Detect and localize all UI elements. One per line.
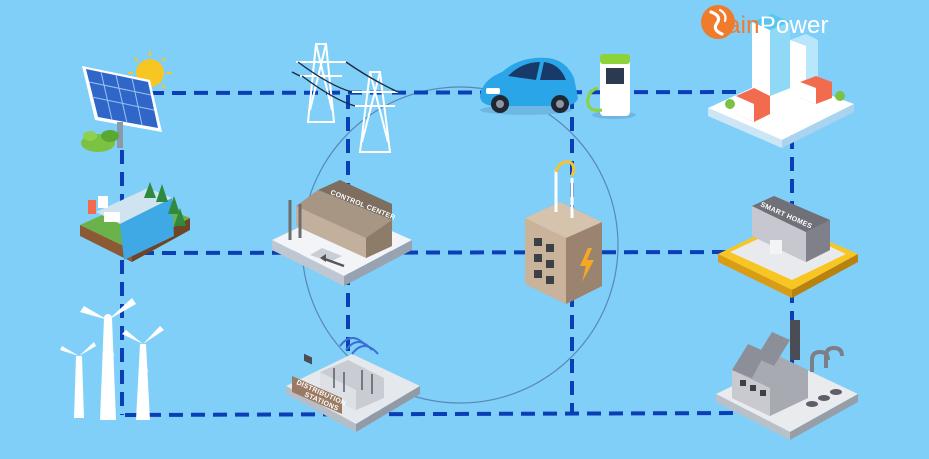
- distribution-station-icon: DISTRIBUTION STATIONS: [286, 337, 420, 432]
- factory-icon: [716, 320, 858, 440]
- smart-homes-icon: SMART HOMES: [718, 196, 858, 298]
- connector-middle-row: [139, 250, 751, 255]
- city-icon: [708, 14, 854, 148]
- hydro-dam-icon: [80, 182, 190, 262]
- connector-bottom-row: [124, 411, 751, 417]
- etainpower-logo-icon: [701, 5, 735, 39]
- brand-name-part2: Power: [759, 12, 829, 39]
- control-center-icon: CONTROL CENTER: [272, 180, 412, 365]
- charging-station-icon: [586, 54, 636, 119]
- wind-turbine-icon: [60, 298, 164, 420]
- brand-logo: EtainPower: [700, 4, 924, 48]
- solar-panel-icon: [81, 51, 172, 152]
- grid-connectors: [120, 90, 794, 417]
- transmission-tower-icon: [291, 43, 399, 153]
- electric-car-icon: [480, 57, 578, 115]
- connector-top-row: [149, 90, 741, 95]
- power-substation-icon: [525, 160, 602, 304]
